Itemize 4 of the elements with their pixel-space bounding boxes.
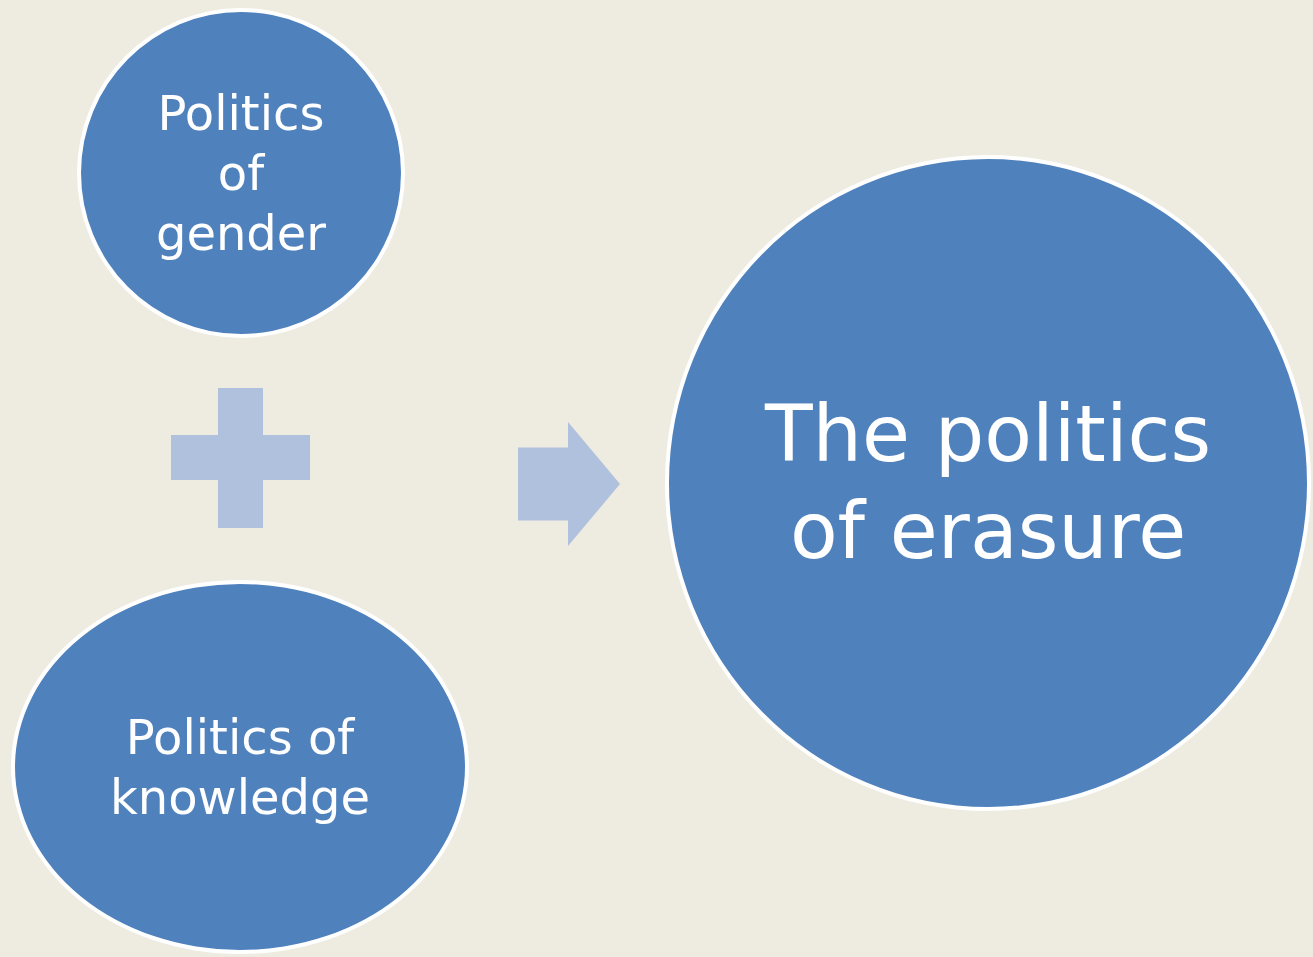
block-arrow — [518, 422, 620, 546]
node-label: Politics of knowledge — [108, 708, 372, 827]
node-label: Politics of gender — [154, 84, 328, 263]
node-label: The politics of erasure — [763, 387, 1213, 578]
